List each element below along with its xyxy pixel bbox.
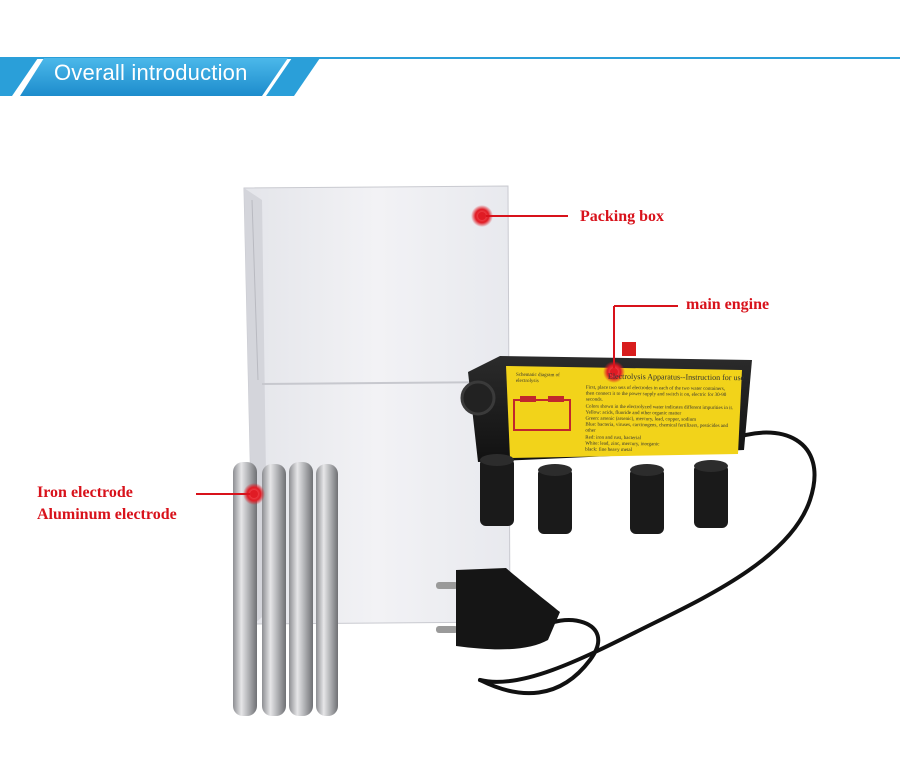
power-cable: [478, 430, 817, 696]
callout-packing-box: [471, 205, 568, 227]
header-banner: [0, 58, 320, 96]
main-engine-device: [460, 342, 752, 534]
header-divider-line: [0, 57, 900, 59]
iron-electrode-label: Iron electrode: [37, 484, 133, 501]
sticker-lines: First, place two sets of electrodes in e…: [585, 386, 740, 456]
electrode-rods: [233, 462, 338, 716]
header-title: Overall introduction: [54, 60, 248, 85]
sticker-title: Electrolysis Apparatus--Instruction for …: [607, 371, 745, 383]
callout-electrodes: [196, 483, 265, 505]
packing-box-label: Packing box: [580, 208, 665, 225]
section-header: Overall introduction: [0, 0, 900, 110]
aluminum-electrode-label: Aluminum electrode: [37, 506, 177, 523]
power-plug: [436, 568, 560, 650]
main-engine-label: main engine: [686, 296, 770, 313]
callout-main-engine: [603, 305, 678, 383]
sticker-diagram-caption: Schematic diagram of electrolysis: [515, 372, 560, 385]
